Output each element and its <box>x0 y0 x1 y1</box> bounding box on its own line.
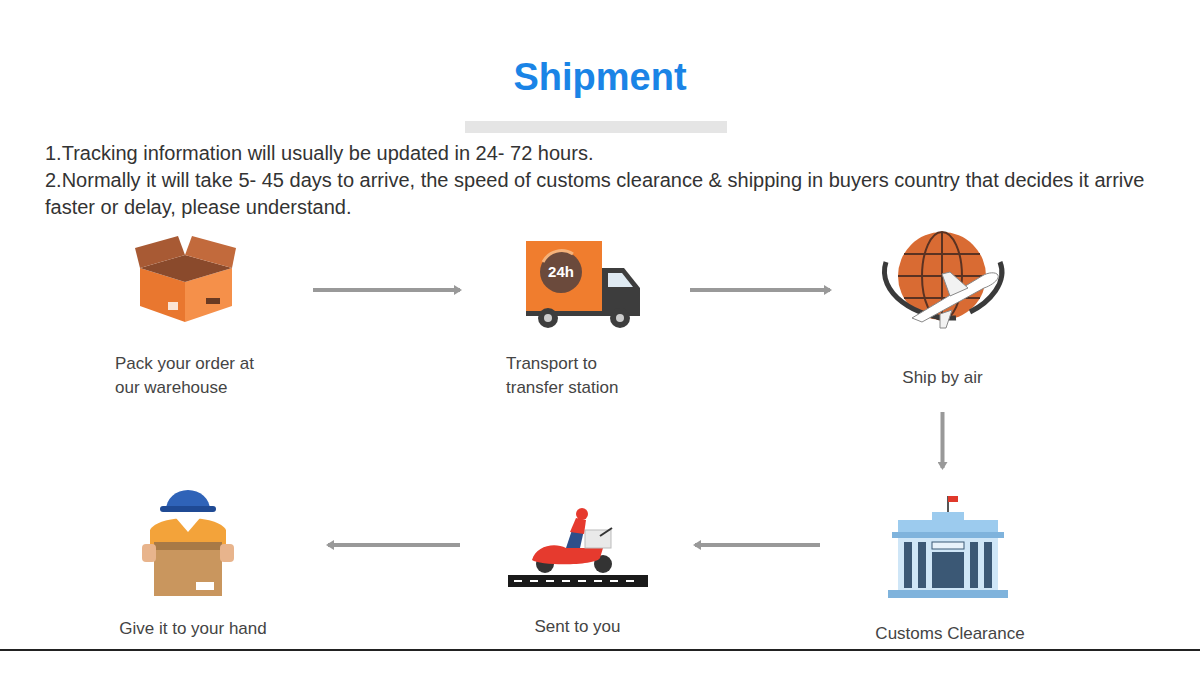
step-node: Transport to transfer station <box>500 235 650 400</box>
badge-text: 24h <box>539 263 583 280</box>
step-caption: Ship by air <box>902 366 982 390</box>
step-node: Ship by air <box>870 228 1015 390</box>
box-icon <box>135 236 236 322</box>
note-text: 2.Normally it will take 5- 45 days to ar… <box>45 167 1155 221</box>
step-node: Give it to your hand <box>98 485 288 641</box>
truck-icon <box>526 241 640 328</box>
step-caption: Give it to your hand <box>119 617 266 641</box>
note-text: 1.Tracking information will usually be u… <box>45 140 1155 167</box>
step-caption: Customs Clearance <box>875 622 1024 646</box>
step-node: Sent to you <box>500 505 655 639</box>
step-caption: Pack your order at our warehouse <box>115 352 255 400</box>
page-title: Shipment <box>0 56 1200 99</box>
bottom-rule <box>0 649 1200 651</box>
courier-icon <box>142 490 234 596</box>
building-icon <box>888 496 1008 598</box>
flow-arrow <box>695 543 820 547</box>
scooter-icon <box>508 508 648 587</box>
title-bar <box>465 121 727 133</box>
step-caption: Sent to you <box>534 615 620 639</box>
step-caption: Transport to transfer station <box>506 352 638 400</box>
flow-arrow <box>328 543 460 547</box>
step-node: Pack your order at our warehouse <box>108 228 273 400</box>
globe-icon <box>884 232 1001 328</box>
flow-arrow <box>313 288 460 292</box>
flow-arrow <box>690 288 830 292</box>
flow-arrow <box>941 412 945 468</box>
step-node: Customs Clearance <box>860 490 1040 646</box>
